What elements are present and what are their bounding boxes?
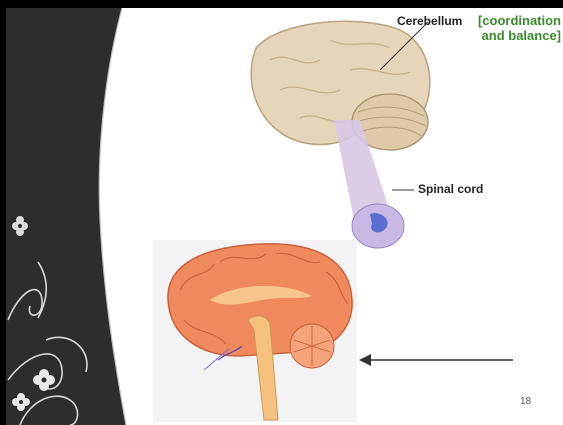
- page-number: 18: [520, 396, 531, 407]
- left-arrow-icon: [355, 350, 515, 370]
